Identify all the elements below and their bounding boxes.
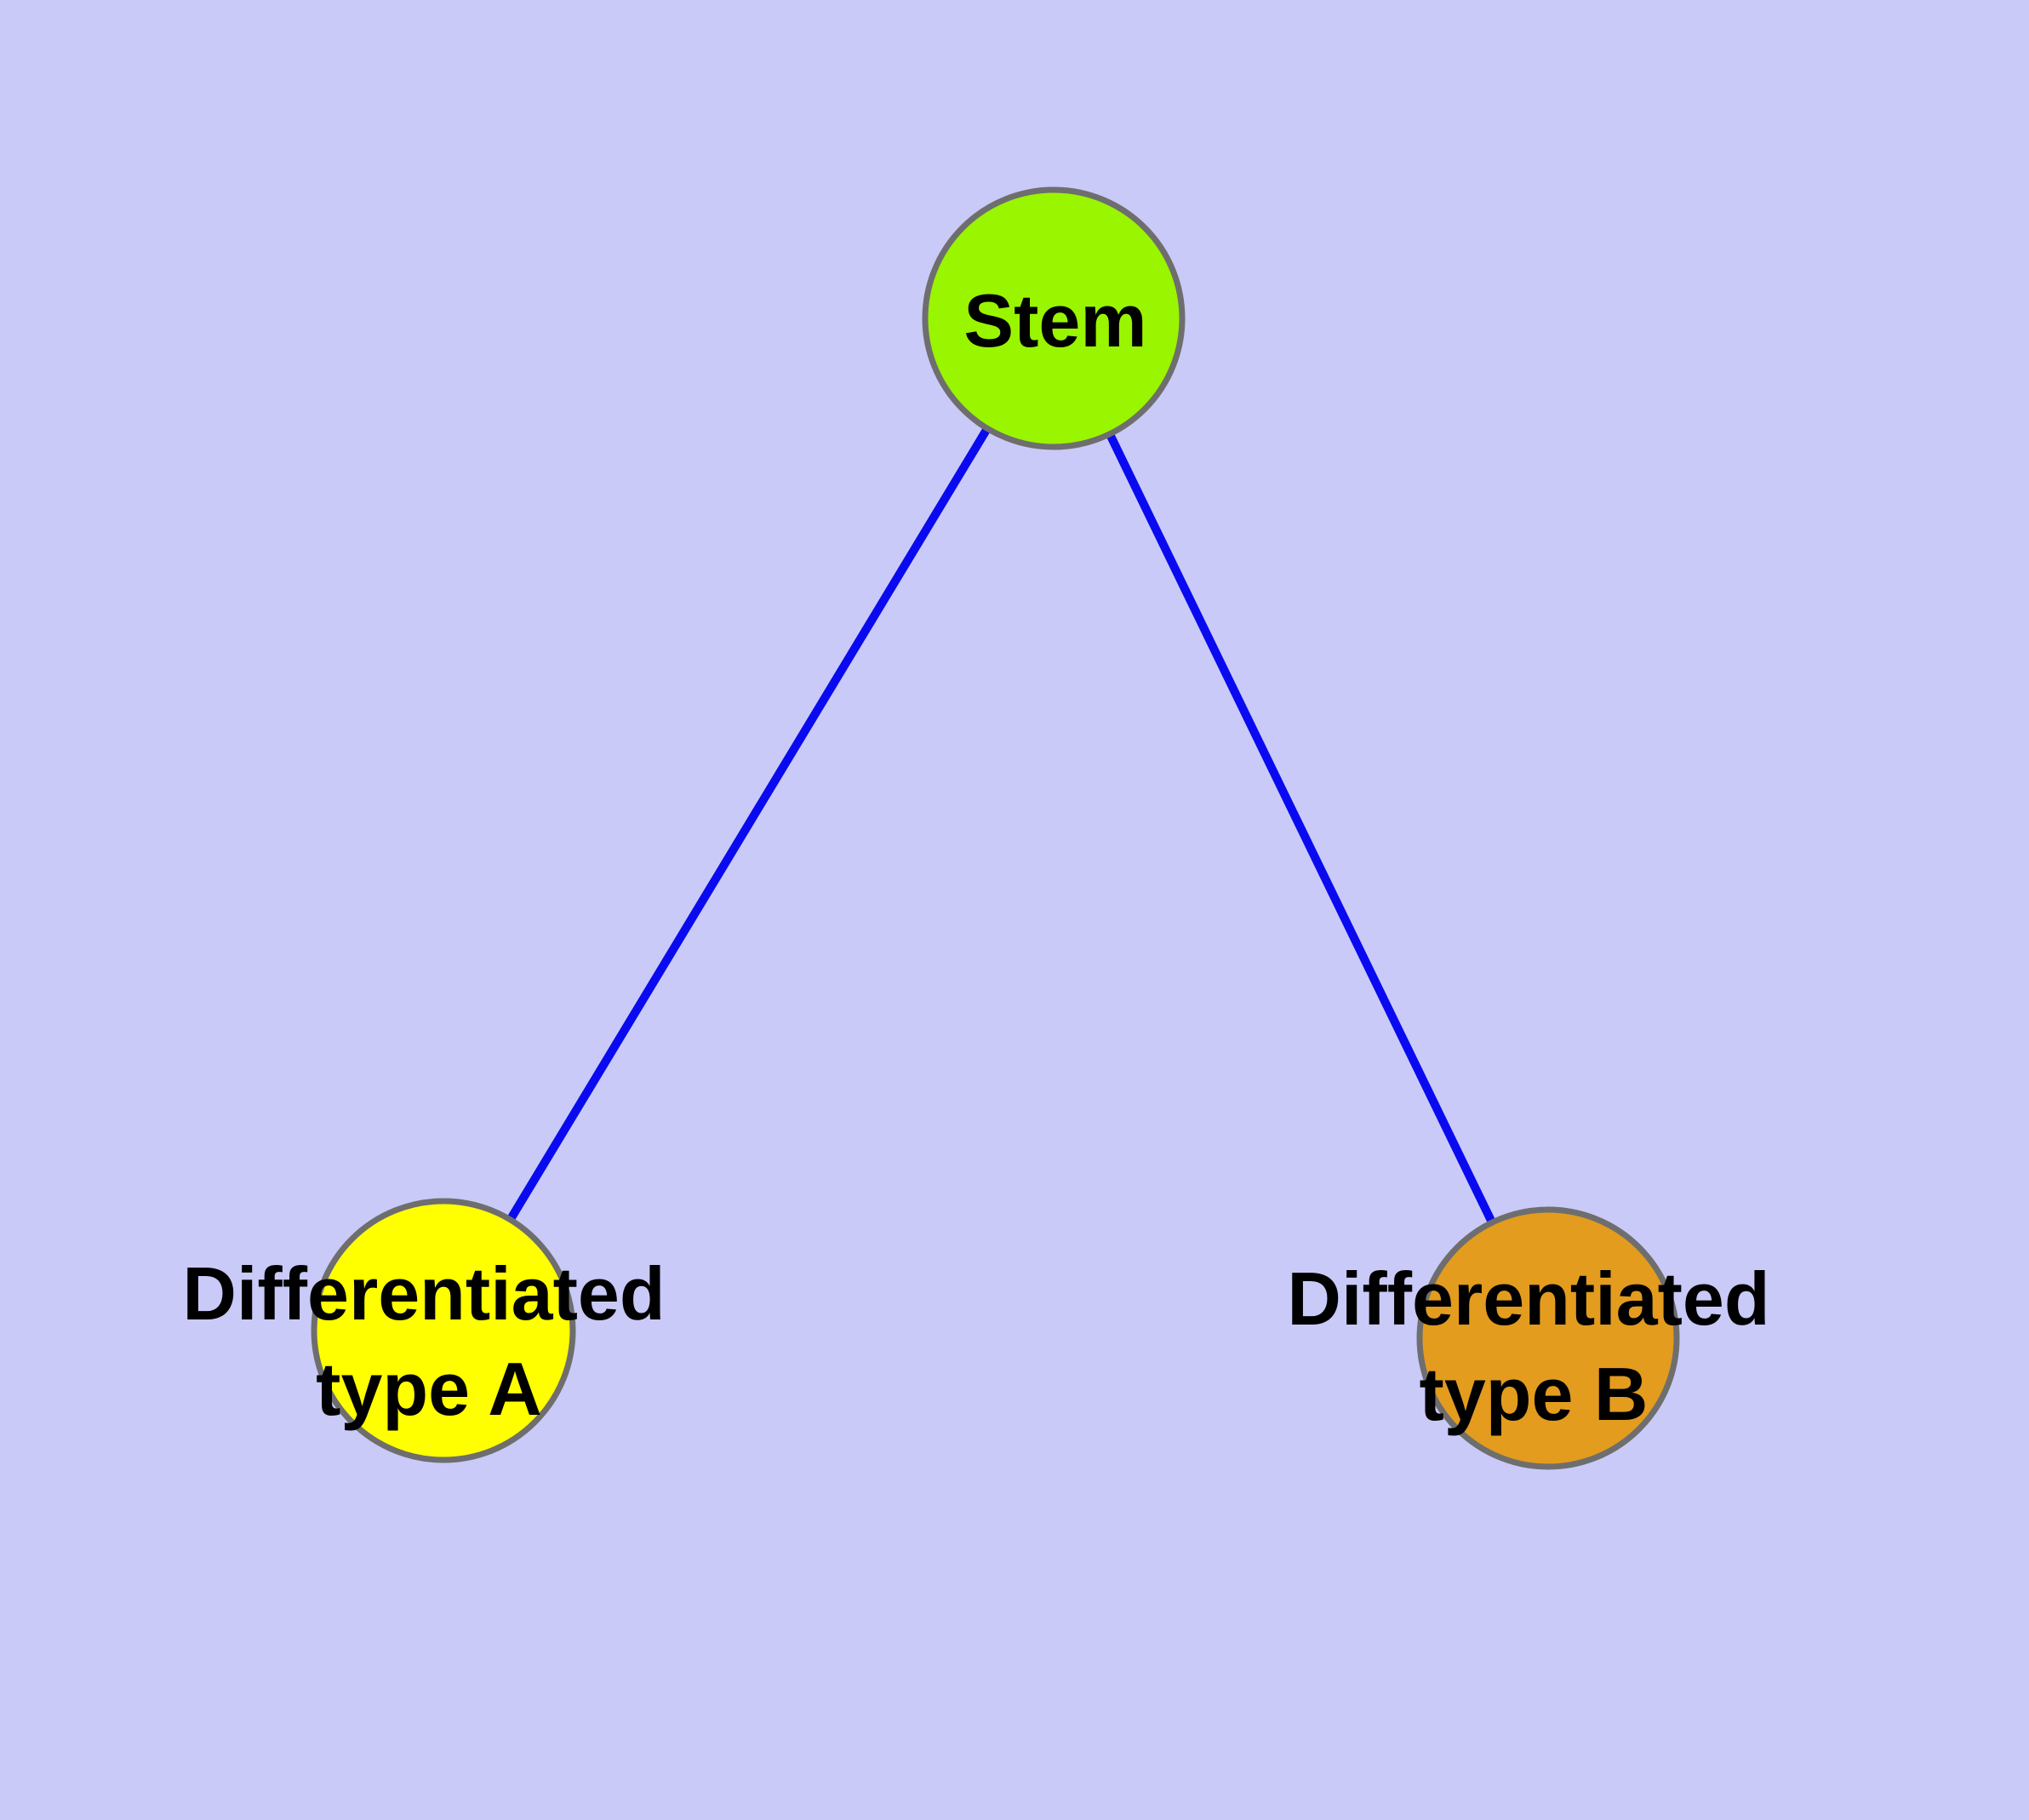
edge-stem-to-type-b: [1049, 316, 1552, 1341]
node-differentiated-type-b-circle: [1416, 1206, 1680, 1470]
node-differentiated-type-b-label-line1: Differentiated: [1287, 1256, 1769, 1341]
edge-stem-to-type-a: [439, 316, 1058, 1333]
node-stem-circle: [922, 186, 1186, 450]
node-differentiated-type-b: Differentiated type B: [1287, 1206, 1770, 1470]
node-differentiated-type-a-circle: [311, 1198, 576, 1463]
node-differentiated-type-a-label-line2: type A: [316, 1347, 542, 1431]
node-differentiated-type-a-label-line1: Differentiated: [182, 1251, 665, 1336]
node-differentiated-type-a: Differentiated type A: [182, 1198, 666, 1463]
node-differentiated-type-b-label-line2: type B: [1420, 1352, 1649, 1436]
node-stem: Stem: [922, 186, 1186, 450]
node-stem-label: Stem: [963, 278, 1146, 363]
